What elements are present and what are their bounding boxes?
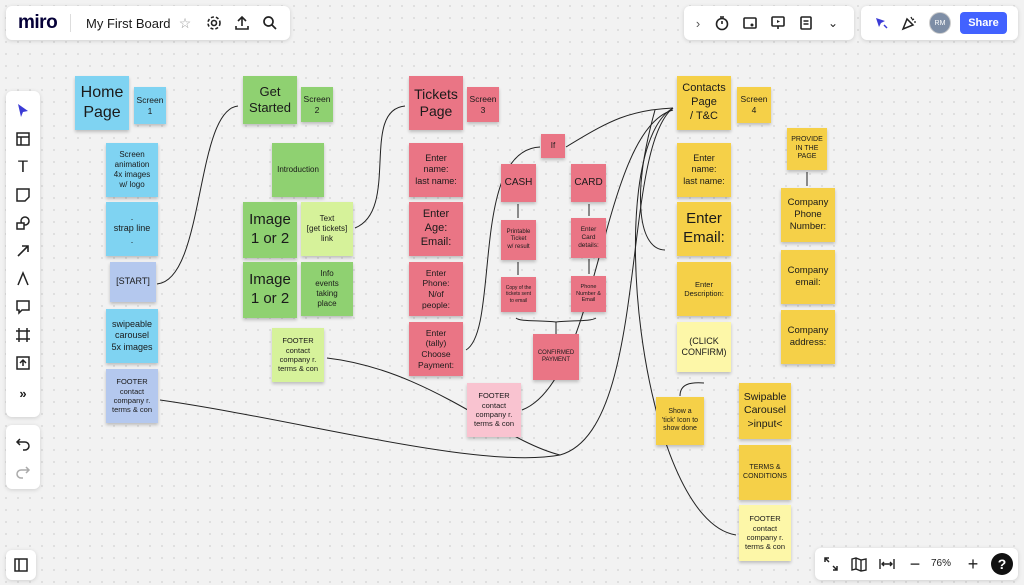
note-terms-conditions[interactable]: TERMS & CONDITIONS <box>739 445 791 500</box>
note-strap-line[interactable]: . strap line . <box>106 202 158 256</box>
note-phone-email[interactable]: Phone Number & Email <box>571 276 606 312</box>
top-tools-bar: › ⌄ <box>684 6 854 40</box>
board-panel-toggle[interactable] <box>6 550 36 580</box>
note-contact-enter-name[interactable]: Enter name: last name: <box>677 143 731 197</box>
note-screen-1[interactable]: Screen 1 <box>134 87 166 124</box>
note-screen-2[interactable]: Screen 2 <box>301 87 333 122</box>
text-icon[interactable]: T <box>17 157 29 176</box>
connector-bracket <box>515 317 597 323</box>
note-image-2[interactable]: Image 1 or 2 <box>243 262 297 318</box>
note-contacts-page[interactable]: Contacts Page / T&C <box>677 76 731 130</box>
note-info-events[interactable]: Info events taking place <box>301 262 353 316</box>
zoom-level[interactable]: 76% <box>931 558 952 569</box>
upload-icon[interactable] <box>13 353 33 373</box>
note-enter-phone[interactable]: Enter Phone: N/of people: <box>409 262 463 316</box>
note-swipable-carousel[interactable]: Swipable Carousel >input< <box>739 383 791 439</box>
arrow-icon[interactable] <box>13 241 33 261</box>
share-bar: RM Share <box>861 6 1018 40</box>
map-icon[interactable] <box>849 554 869 574</box>
top-left-bar: miro My First Board ☆ <box>6 6 290 40</box>
note-printable-ticket[interactable]: Printable Ticket w/ result <box>501 220 536 260</box>
note-contact-description[interactable]: Enter Description: <box>677 262 731 316</box>
note-enter-name[interactable]: Enter name: last name: <box>409 143 463 197</box>
note-enter-card-details[interactable]: Enter Card details: <box>571 218 606 258</box>
templates-icon[interactable] <box>13 129 33 149</box>
connector-text-to-tickets <box>354 105 406 229</box>
presentation-icon[interactable] <box>768 13 788 33</box>
miro-logo[interactable]: miro <box>18 12 58 33</box>
note-company-email[interactable]: Company email: <box>781 250 835 304</box>
note-screen-3[interactable]: Screen 3 <box>467 87 499 122</box>
redo-icon[interactable] <box>13 461 33 481</box>
note-start[interactable]: [START] <box>110 262 156 302</box>
reactions-icon[interactable] <box>871 13 891 33</box>
note-home-page[interactable]: Home Page <box>75 76 129 130</box>
note-footer-4[interactable]: FOOTER contact company r. terms & con <box>739 505 791 561</box>
connector-confirm-tick <box>679 382 705 397</box>
undo-redo-panel <box>6 425 40 489</box>
note-show-tick[interactable]: Show a 'tick' Icon to show done <box>656 397 704 445</box>
note-provide-in-page[interactable]: PROVIDE IN THE PAGE <box>787 128 827 170</box>
export-icon[interactable] <box>232 13 252 33</box>
connector-if-to-contacts <box>565 107 674 148</box>
frame-icon[interactable] <box>13 325 33 345</box>
celebrate-icon[interactable] <box>899 13 919 33</box>
note-cash[interactable]: CASH <box>501 164 536 202</box>
note-card[interactable]: CARD <box>571 164 606 202</box>
zoom-out-icon[interactable]: − <box>909 553 921 574</box>
video-call-icon[interactable] <box>740 13 760 33</box>
board-title[interactable]: My First Board <box>86 16 171 31</box>
notes-icon[interactable] <box>796 13 816 33</box>
left-toolbar: T » <box>6 91 40 417</box>
note-image-1[interactable]: Image 1 or 2 <box>243 202 297 258</box>
settings-icon[interactable] <box>204 13 224 33</box>
avatar[interactable]: RM <box>929 12 951 34</box>
note-copy-tickets[interactable]: Copy of the tickets sent to email <box>501 277 536 312</box>
comment-icon[interactable] <box>13 297 33 317</box>
note-text-get-tickets[interactable]: Text [get tickets] link <box>301 202 353 256</box>
note-company-phone[interactable]: Company Phone Number: <box>781 188 835 242</box>
note-screen-animation[interactable]: Screen animation 4x images w/ logo <box>106 143 158 197</box>
sticky-note-icon[interactable] <box>13 185 33 205</box>
more-chevron-icon[interactable]: ⌄ <box>827 16 839 30</box>
select-icon[interactable] <box>13 101 33 121</box>
note-footer-1[interactable]: FOOTER contact company r. terms & con <box>106 369 158 423</box>
star-icon[interactable]: ☆ <box>178 14 192 31</box>
note-enter-tally[interactable]: Enter (tally) Choose Payment: <box>409 322 463 376</box>
more-tools-icon[interactable]: » <box>19 385 27 401</box>
share-button[interactable]: Share <box>960 12 1007 34</box>
note-introduction[interactable]: Introduction <box>272 143 324 197</box>
undo-icon[interactable] <box>13 433 33 453</box>
zoom-in-icon[interactable]: + <box>967 553 979 574</box>
note-confirmed-payment[interactable]: CONFIRMED PAYMENT <box>533 334 579 380</box>
zoom-bar: − 76% + ? <box>815 548 1018 580</box>
fullscreen-icon[interactable] <box>821 554 841 574</box>
note-footer-2[interactable]: FOOTER contact company r. terms & con <box>272 328 324 382</box>
timer-icon[interactable] <box>712 13 732 33</box>
note-click-confirm[interactable]: (CLICK CONFIRM) <box>677 322 731 372</box>
help-icon[interactable]: ? <box>991 553 1013 575</box>
note-screen-4[interactable]: Screen 4 <box>737 87 771 123</box>
note-contact-enter-email[interactable]: Enter Email: <box>677 202 731 256</box>
fit-width-icon[interactable] <box>877 554 897 574</box>
divider <box>70 14 71 32</box>
search-icon[interactable] <box>260 13 280 33</box>
pen-icon[interactable] <box>13 269 33 289</box>
note-tickets-page[interactable]: Tickets Page <box>409 76 463 130</box>
connector-start-to-get-started <box>156 105 239 285</box>
shapes-icon[interactable] <box>13 213 33 233</box>
note-footer-3[interactable]: FOOTER contact company r. terms & con <box>467 383 521 437</box>
note-enter-age-email[interactable]: Enter Age: Email: <box>409 202 463 256</box>
sidebar-toggle-icon <box>11 555 31 575</box>
note-company-address[interactable]: Company address: <box>781 310 835 364</box>
collapse-chevron-icon[interactable]: › <box>695 15 701 31</box>
note-if[interactable]: If <box>541 134 565 158</box>
note-carousel[interactable]: swipeable carousel 5x images <box>106 309 158 363</box>
note-get-started[interactable]: Get Started <box>243 76 297 124</box>
connector-contact-vertical <box>640 109 666 251</box>
